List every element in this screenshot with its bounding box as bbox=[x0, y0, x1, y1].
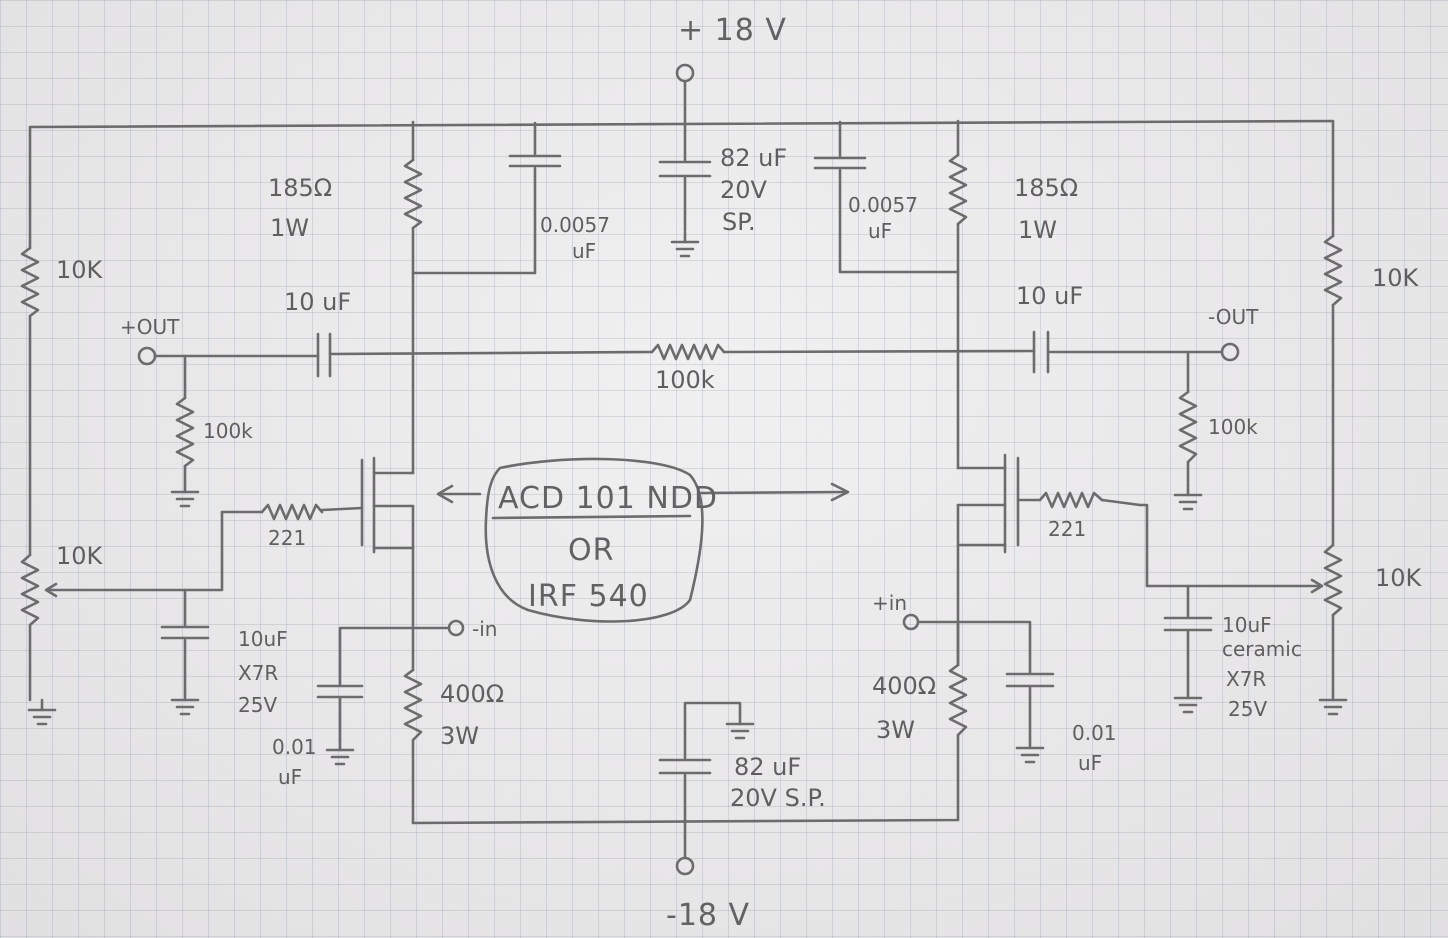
ground-icon bbox=[1318, 688, 1348, 716]
source-resistor-left bbox=[403, 626, 423, 742]
output-right-value: 100k bbox=[1208, 415, 1258, 439]
pot-left-value: 10K bbox=[56, 542, 104, 570]
pot-bypass-right-value: 10uF bbox=[1222, 613, 1272, 637]
ground-icon bbox=[170, 688, 200, 716]
in-pos-terminal[interactable] bbox=[902, 613, 920, 631]
negative-supply-terminal bbox=[675, 856, 695, 876]
bias-resistor-right bbox=[1323, 234, 1343, 547]
out-pos-label: +OUT bbox=[120, 315, 180, 339]
coupling-left-value: 10 uF bbox=[284, 288, 351, 316]
gate-left-value: 221 bbox=[268, 526, 306, 550]
gate-right-value: 221 bbox=[1048, 517, 1086, 541]
drain-right-value: 185Ω bbox=[1014, 174, 1078, 202]
bypass-left-unit: uF bbox=[572, 239, 596, 263]
input-right-cap-value: 0.01 bbox=[1072, 721, 1117, 745]
transistor-part-b: IRF 540 bbox=[528, 579, 649, 614]
source-right-value: 400Ω bbox=[872, 672, 936, 700]
positive-rail bbox=[28, 80, 1335, 250]
bypass-right-unit: uF bbox=[868, 219, 892, 243]
potentiometer-right bbox=[1138, 503, 1343, 692]
input-right-cap-unit: uF bbox=[1078, 751, 1102, 775]
bias-right-value: 10K bbox=[1372, 264, 1420, 292]
out-neg-terminal[interactable] bbox=[1220, 342, 1240, 362]
bypass-capacitor-right bbox=[813, 120, 960, 274]
mosfet-left bbox=[360, 456, 415, 630]
transistor-note: ACD 101 NDD OR IRF 540 bbox=[436, 457, 850, 623]
in-neg-terminal[interactable] bbox=[447, 619, 465, 637]
negative-rail bbox=[411, 733, 960, 859]
bulk-top-type: SP. bbox=[722, 208, 756, 236]
bulk-top-value: 82 uF bbox=[720, 144, 787, 172]
gate-resistor-left bbox=[220, 503, 364, 521]
pot-bypass-left-rating: 25V bbox=[238, 693, 277, 717]
bypass-left-value: 0.0057 bbox=[540, 213, 610, 237]
pot-bypass-left-value: 10uF bbox=[238, 627, 288, 651]
out-neg-label: -OUT bbox=[1208, 305, 1259, 329]
input-left-cap-value: 0.01 bbox=[272, 735, 317, 759]
ground-icon bbox=[670, 230, 700, 258]
gate-resistor-right bbox=[1016, 491, 1142, 509]
bulk-capacitor-bottom bbox=[658, 701, 742, 822]
in-pos-label: +in bbox=[872, 591, 907, 615]
drain-resistor-left bbox=[403, 120, 423, 475]
pot-right-value: 10K bbox=[1375, 564, 1423, 592]
transistor-part-a: ACD 101 NDD bbox=[498, 481, 718, 516]
pot-bypass-right-dielectric: ceramic bbox=[1222, 637, 1302, 661]
input-left-cap-unit: uF bbox=[278, 765, 302, 789]
drain-resistor-right bbox=[948, 119, 968, 470]
pot-bypass-cap-left bbox=[160, 588, 210, 692]
mosfet-right bbox=[956, 453, 1020, 667]
ground-icon bbox=[1015, 736, 1045, 764]
potentiometer-left bbox=[20, 510, 224, 702]
in-neg-label: -in bbox=[472, 617, 497, 641]
ground-icon bbox=[27, 698, 57, 726]
pot-bypass-left-dielectric: X7R bbox=[238, 661, 278, 685]
positive-supply-label: + 18 V bbox=[678, 13, 787, 48]
bulk-bottom-rating: 20V S.P. bbox=[730, 784, 826, 812]
transistor-or: OR bbox=[568, 533, 614, 568]
positive-supply-terminal bbox=[675, 63, 695, 83]
source-resistor-right bbox=[948, 620, 968, 737]
bypass-capacitor-left bbox=[411, 121, 562, 275]
pot-bypass-right-type: X7R bbox=[1226, 667, 1266, 691]
drain-left-value: 185Ω bbox=[268, 174, 332, 202]
ground-icon bbox=[725, 712, 755, 740]
source-right-power: 3W bbox=[876, 716, 915, 744]
ground-icon bbox=[170, 480, 200, 508]
ground-icon bbox=[1173, 483, 1203, 511]
source-left-value: 400Ω bbox=[440, 680, 504, 708]
output-resistor-left bbox=[175, 354, 195, 484]
pot-bypass-right-rating: 25V bbox=[1228, 697, 1267, 721]
coupling-right-value: 10 uF bbox=[1016, 282, 1083, 310]
bulk-bottom-value: 82 uF bbox=[734, 753, 801, 781]
out-pos-terminal[interactable] bbox=[137, 346, 157, 366]
output-resistor-right bbox=[1178, 350, 1198, 487]
output-left-value: 100k bbox=[203, 419, 253, 443]
input-network-right bbox=[916, 620, 1055, 740]
output-signal-line bbox=[153, 330, 1224, 378]
bypass-right-value: 0.0057 bbox=[848, 193, 918, 217]
negative-supply-label: -18 V bbox=[666, 898, 750, 933]
drain-right-power: 1W bbox=[1018, 216, 1057, 244]
bias-left-value: 10K bbox=[56, 256, 104, 284]
ground-icon bbox=[1173, 686, 1203, 714]
source-left-power: 3W bbox=[440, 722, 479, 750]
input-network-left bbox=[316, 626, 450, 742]
pot-bypass-cap-right bbox=[1163, 584, 1213, 690]
feedback-resistor-value: 100k bbox=[655, 366, 715, 394]
bias-resistor-left bbox=[20, 246, 40, 557]
ground-icon bbox=[325, 738, 355, 766]
drain-left-power: 1W bbox=[270, 214, 309, 242]
bulk-top-rating: 20V bbox=[720, 176, 768, 204]
bulk-capacitor-top bbox=[658, 123, 712, 232]
